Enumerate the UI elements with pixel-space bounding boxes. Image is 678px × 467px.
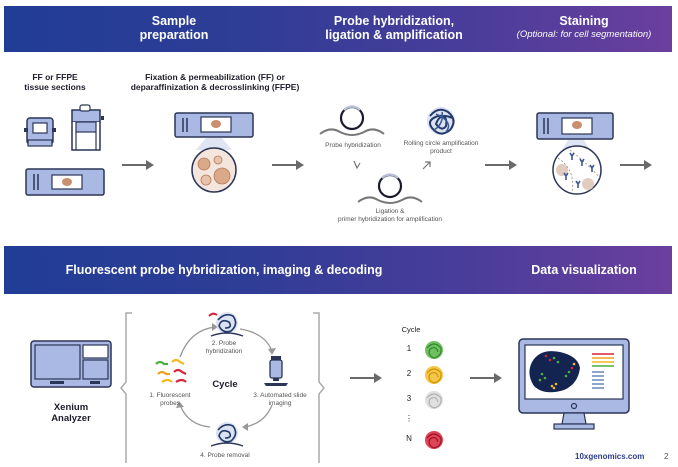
- cryostat-icon: [24, 117, 56, 147]
- label-line: imaging: [268, 400, 292, 407]
- banner-fluorescent-probe: Fluorescent probe hybridization, imaging…: [65, 263, 383, 277]
- cycle-center-label: Cycle: [212, 379, 238, 390]
- cycle-number: ⋮: [405, 414, 413, 423]
- monitor-icon: [518, 338, 630, 430]
- arrow-icon: [122, 160, 154, 170]
- fixation-label: Fixation & permeabilization (FF) or depa…: [120, 72, 310, 92]
- cycle-number: 1: [406, 344, 412, 353]
- stained-tissue-icon: [552, 140, 602, 195]
- left-bracket-icon: [120, 312, 132, 463]
- ligation-icon: [357, 173, 423, 204]
- probe-removal-ball-icon: [210, 422, 244, 447]
- banner-subtitle: (Optional: for cell segmentation): [516, 29, 652, 40]
- banner-text: Probe hybridization,: [333, 14, 455, 28]
- label-line: deparaffinization & decrosslinking (FFPE…: [130, 82, 300, 92]
- step-1-label: 1. Fluorescent probes: [140, 392, 200, 408]
- label-line: primer hybridization for amplification: [337, 216, 443, 223]
- fluorescent-probes-icon: [155, 358, 187, 383]
- label-line: tissue sections: [24, 82, 86, 92]
- footer-site[interactable]: 10xgenomics.com: [575, 452, 645, 461]
- cycle-3-signal-icon: [425, 391, 443, 409]
- label-line: FF or FFPE: [32, 72, 78, 82]
- microtome-icon: [71, 104, 104, 151]
- xenium-analyzer-icon: [30, 340, 112, 388]
- top-banner: Sample preparation Probe hybridization, …: [4, 6, 672, 52]
- label-line: 2. Probe: [211, 340, 237, 347]
- label-line: Rolling circle amplification: [403, 140, 479, 147]
- right-bracket-icon: [313, 312, 325, 463]
- banner-text: Sample: [151, 14, 197, 28]
- label-line: Analyzer: [51, 413, 91, 424]
- tissue-sections-label: FF or FFPE tissue sections: [10, 72, 100, 92]
- step-4-label: 4. Probe removal: [200, 452, 250, 459]
- microscope-objective-icon: [264, 356, 288, 386]
- rca-product-icon: [427, 107, 455, 135]
- label-line: probes: [160, 400, 180, 407]
- label-line: Ligation &: [375, 208, 405, 215]
- banner-sample-preparation: Sample preparation: [114, 14, 234, 42]
- banner-staining: Staining (Optional: for cell segmentatio…: [509, 14, 659, 41]
- ligation-label: Ligation & primer hybridization for ampl…: [330, 208, 450, 224]
- arrow-icon: [350, 373, 382, 383]
- xenium-analyzer-label: Xenium Analyzer: [28, 402, 114, 424]
- probe-hybridization-ball-icon: [208, 312, 244, 337]
- cycle-1-signal-icon: [425, 341, 443, 359]
- arrow-icon: [485, 160, 517, 170]
- probe-hybridization-label: Probe hybridization: [325, 142, 381, 149]
- cycle-number: 3: [406, 394, 412, 403]
- banner-probe-hybridization: Probe hybridization, ligation & amplific…: [314, 14, 474, 42]
- tissue-magnified-icon: [191, 138, 237, 193]
- label-line: Fixation & permeabilization (FF) or: [145, 72, 285, 82]
- step-2-label: 2. Probe hybridization: [196, 340, 252, 356]
- cycle-n-signal-icon: [425, 431, 443, 449]
- banner-text: Staining: [559, 14, 609, 28]
- label-line: product: [430, 148, 452, 155]
- banner-text: preparation: [139, 28, 209, 42]
- label-line: hybridization: [205, 348, 243, 355]
- label-line: 1. Fluorescent: [149, 392, 191, 399]
- cycle-arrows-icon: [176, 323, 276, 431]
- slide-icon: [536, 112, 614, 140]
- arrow-icon: [272, 160, 304, 170]
- probe-hybridization-icon: [319, 105, 385, 136]
- banner-text: ligation & amplification: [325, 28, 463, 42]
- cycle-number: N: [406, 434, 412, 443]
- up-arrow-icon: [422, 161, 431, 170]
- banner-data-visualization: Data visualization: [531, 263, 637, 277]
- slide-icon: [25, 168, 105, 196]
- label-line: Xenium: [53, 402, 89, 413]
- cycle-list-title: Cycle: [401, 325, 421, 334]
- down-arrow-icon: [353, 160, 361, 170]
- bottom-banner: Fluorescent probe hybridization, imaging…: [4, 246, 672, 294]
- arrow-icon: [470, 373, 502, 383]
- cycle-2-signal-icon: [425, 366, 443, 384]
- page-number: 2: [664, 452, 669, 461]
- arrow-icon: [620, 160, 652, 170]
- label-line: 3. Automated slide: [253, 392, 307, 399]
- rca-product-label: Rolling circle amplification product: [398, 140, 484, 156]
- cycle-number: 2: [406, 369, 412, 378]
- step-3-label: 3. Automated slide imaging: [248, 392, 312, 408]
- slide-icon: [174, 112, 254, 138]
